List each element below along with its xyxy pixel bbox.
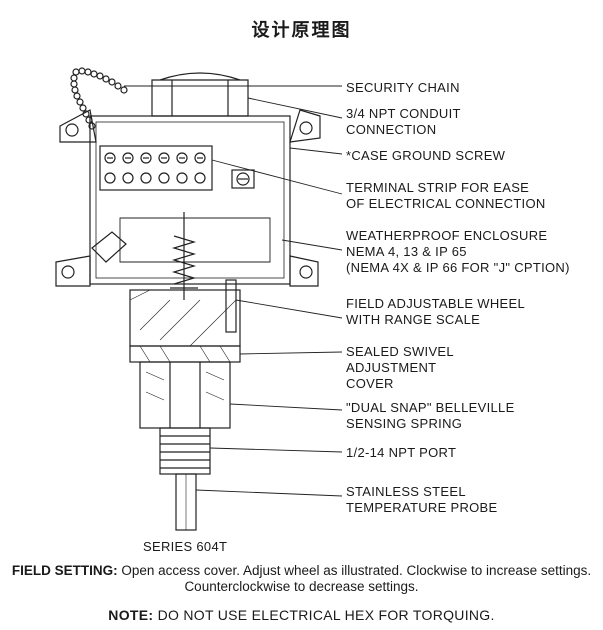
- enclosure-body: [89, 115, 291, 285]
- swivel-cover-graphic: [129, 345, 241, 363]
- callout-line: OF ELECTRICAL CONNECTION: [346, 196, 546, 211]
- callout-security-chain: SECURITY CHAIN: [346, 80, 460, 96]
- switch-lever: [91, 231, 127, 263]
- note-label: NOTE:: [108, 607, 154, 623]
- note-text: DO NOT USE ELECTRICAL HEX FOR TORQUING.: [157, 607, 495, 623]
- torque-note: NOTE: DO NOT USE ELECTRICAL HEX FOR TORQ…: [0, 607, 603, 623]
- callout-weatherproof-enclosure: WEATHERPROOF ENCLOSURE NEMA 4, 13 & IP 6…: [346, 228, 570, 276]
- callout-line: COVER: [346, 376, 394, 391]
- callout-temperature-probe: STAINLESS STEEL TEMPERATURE PROBE: [346, 484, 498, 516]
- callout-line: 3/4 NPT CONDUIT: [346, 106, 461, 121]
- terminal-strip-graphic: [99, 145, 213, 191]
- security-chain-graphic: [70, 67, 128, 130]
- callout-line: *CASE GROUND SCREW: [346, 148, 506, 163]
- callout-line: WEATHERPROOF ENCLOSURE: [346, 228, 548, 243]
- belleville-spring-graphic: [139, 361, 231, 429]
- callout-dual-snap-spring: "DUAL SNAP" BELLEVILLE SENSING SPRING: [346, 400, 515, 432]
- callout-line: SEALED SWIVEL: [346, 344, 454, 359]
- series-caption: SERIES 604T: [143, 539, 228, 554]
- callout-adjustable-wheel: FIELD ADJUSTABLE WHEEL WITH RANGE SCALE: [346, 296, 525, 328]
- callout-line: NEMA 4, 13 & IP 65: [346, 244, 467, 259]
- leader-lines: [124, 85, 343, 497]
- range-spring-graphic: [170, 212, 198, 300]
- callout-line: CONNECTION: [346, 122, 437, 137]
- callout-line: TERMINAL STRIP FOR EASE: [346, 180, 530, 195]
- conduit-hub-graphic: [151, 72, 249, 117]
- field-setting-label: FIELD SETTING:: [11, 563, 118, 578]
- temperature-probe-graphic: [175, 473, 197, 531]
- callout-line: FIELD ADJUSTABLE WHEEL: [346, 296, 526, 311]
- callout-line: TEMPERATURE PROBE: [346, 500, 498, 515]
- page-title: 设计原理图: [251, 20, 352, 41]
- callout-terminal-strip: TERMINAL STRIP FOR EASE OF ELECTRICAL CO…: [346, 180, 546, 212]
- callout-line: 1/2-14 NPT PORT: [346, 445, 457, 460]
- upper-mounting-ears: [59, 109, 321, 143]
- callout-npt-port: 1/2-14 NPT PORT: [346, 445, 456, 461]
- field-setting-instructions: FIELD SETTING: Open access cover. Adjust…: [10, 563, 593, 595]
- adjustable-wheel-graphic: [129, 279, 241, 347]
- callout-line: SECURITY CHAIN: [346, 80, 460, 95]
- ground-screw-graphic: [231, 169, 255, 189]
- field-setting-text: Open access cover. Adjust wheel as illus…: [121, 563, 592, 594]
- callout-line: "DUAL SNAP" BELLEVILLE: [346, 400, 515, 415]
- callout-case-ground-screw: *CASE GROUND SCREW: [346, 148, 505, 164]
- callout-line: STAINLESS STEEL: [346, 484, 466, 499]
- callout-line: (NEMA 4X & IP 66 FOR "J" CPTION): [346, 260, 570, 275]
- callout-line: SENSING SPRING: [346, 416, 463, 431]
- callout-sealed-swivel-cover: SEALED SWIVEL ADJUSTMENT COVER: [346, 344, 454, 392]
- callout-line: ADJUSTMENT: [346, 360, 437, 375]
- lower-mounting-ears: [55, 255, 319, 287]
- callout-line: WITH RANGE SCALE: [346, 312, 481, 327]
- callout-conduit-connection: 3/4 NPT CONDUIT CONNECTION: [346, 106, 461, 138]
- npt-port-graphic: [159, 427, 211, 475]
